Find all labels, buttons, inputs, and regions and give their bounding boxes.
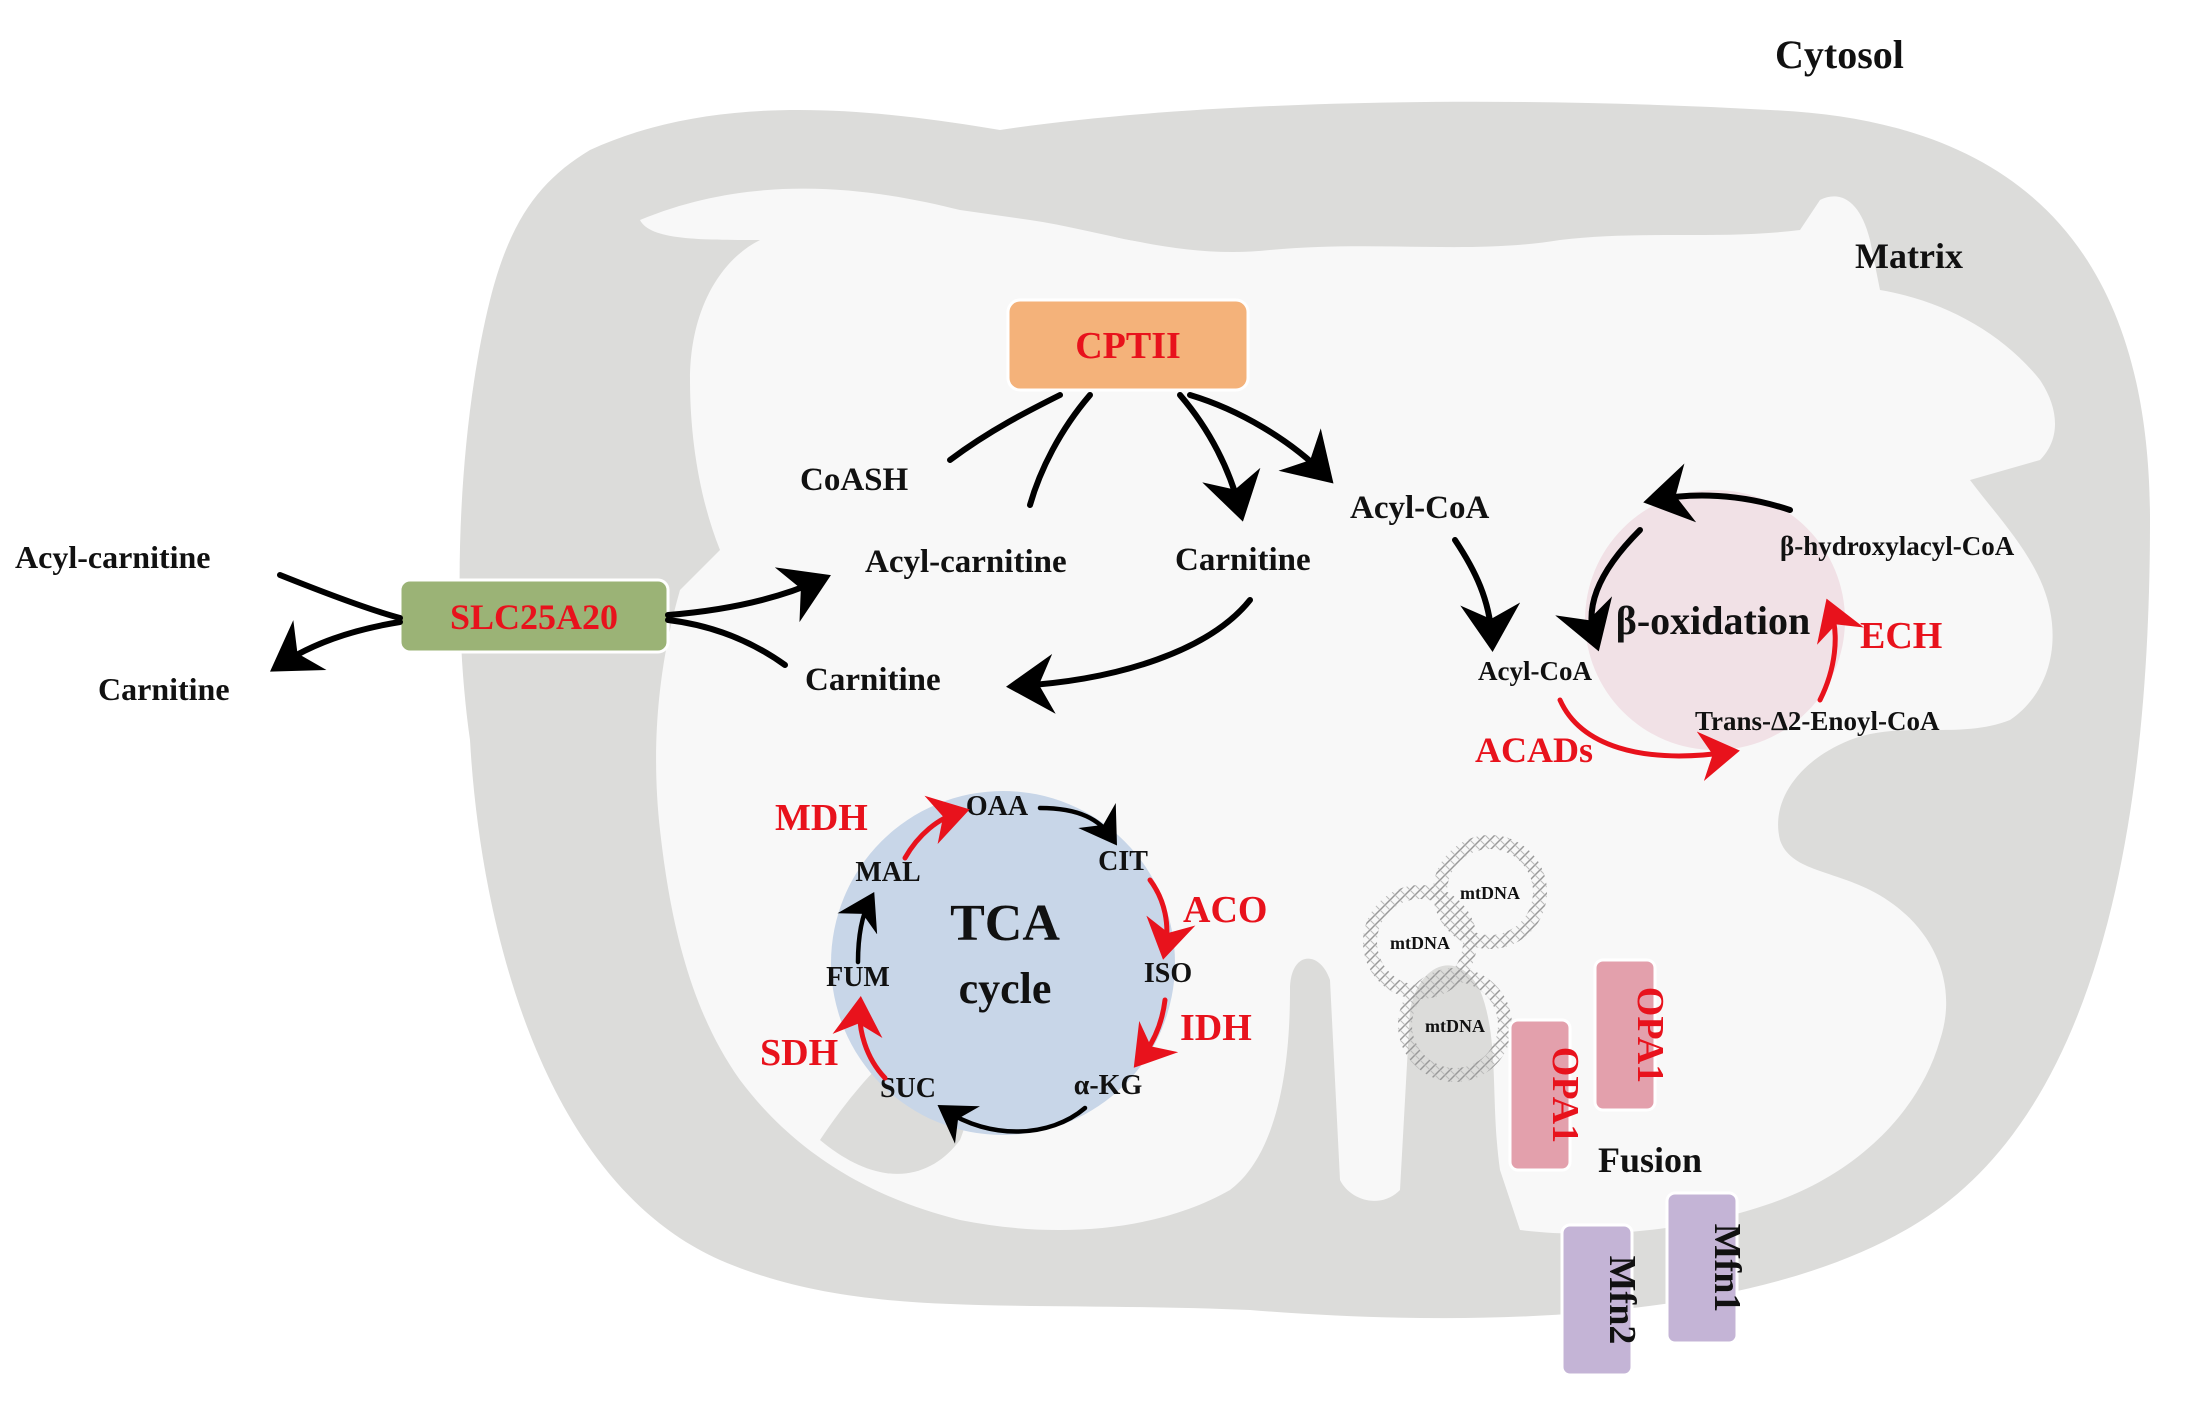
matrix-label: Matrix [1855,236,1963,276]
inner-carnitine-right: Carnitine [1175,542,1311,578]
beta-arrow-acads [1557,697,1740,782]
outer-carnitine: Carnitine [98,671,230,707]
enzyme-acads: ACADs [1475,730,1593,770]
beta-arrow-left [1555,527,1643,652]
enzyme-idh: IDH [1180,1007,1252,1049]
tca-cit: CIT [1098,846,1148,877]
arc-carnitine-back [1006,597,1253,714]
tca-circle [831,791,1175,1135]
inner-acyl-carnitine: Acyl-carnitine [865,544,1067,580]
opa1-label-b: OPA1 [1629,987,1671,1083]
arrow-carn-out [270,619,403,672]
cytosol-label: Cytosol [1775,32,1904,77]
mtdna-ring [1433,835,1547,949]
tca-suc: SUC [880,1073,936,1104]
opa1-box-b [1593,958,1657,1112]
mfn1-label: Mfn1 [1706,1224,1748,1313]
coash-label: CoASH [800,462,909,498]
tca-oaa: OAA [966,791,1029,822]
arrow-acylcarn-in [277,572,403,621]
slc25a20-label: SLC25A20 [450,597,618,637]
cptii-label: CPTII [1075,325,1181,367]
arc-coash [947,392,1063,463]
crista-top [1040,205,1180,243]
mtdna-label: mtDNA [1390,933,1450,953]
arc-acylcarn [1027,392,1093,508]
tca-title-2: cycle [959,964,1052,1013]
enzyme-aco: ACO [1183,889,1267,931]
opa1-box-a [1508,1018,1572,1172]
mtdna-label: mtDNA [1425,1016,1485,1036]
arc-to-carnitine [1177,392,1261,522]
mtdna-group: mtDNA mtDNA mtDNA [1363,835,1547,1082]
opa1-label-a: OPA1 [1544,1047,1586,1143]
mfn1-box [1665,1191,1739,1345]
enzyme-sdh: SDH [760,1032,838,1074]
mtdna-label: mtDNA [1460,883,1520,903]
tca-arrow-iso-akg [1133,997,1179,1068]
beta-oxidation-title: β-oxidation [1616,598,1810,643]
tca-title-1: TCA [950,895,1060,952]
mfn2-label: Mfn2 [1601,1256,1643,1345]
arrow-carn-from-matrix [665,617,788,668]
tca-arrow-fum-mal [837,892,878,965]
enzyme-mdh: MDH [775,797,868,839]
arrow-acylcarn-matrix [665,567,831,623]
tca-arrow-cit-iso [1146,877,1196,960]
arc-to-acylcoa [1187,392,1334,484]
beta-enoyl: Trans-Δ2-Enoyl-CoA [1695,706,1940,736]
tca-akg: α-KG [1074,1070,1143,1101]
beta-arrow-ech [1816,598,1864,703]
cptii-box [1006,298,1250,392]
beta-acyl-coa: Acyl-CoA [1478,656,1592,686]
enzyme-ech: ECH [1860,615,1942,657]
inner-carnitine-lower: Carnitine [805,662,941,698]
tca-arrow-suc-fum [832,996,888,1081]
mfn2-box [1560,1223,1634,1377]
outer-acyl-carnitine: Acyl-carnitine [15,539,211,575]
tca-fum: FUM [826,962,890,993]
mtdna-ring [1398,968,1512,1082]
arc-acylcoa-down [1452,537,1521,652]
tca-arrow-akg-suc [937,1105,1088,1144]
tca-iso: ISO [1144,958,1192,989]
tca-arrow-oaa-cit [1037,803,1117,846]
acyl-coa-top: Acyl-CoA [1350,490,1489,526]
beta-oxidation-circle [1585,490,1845,750]
beta-arrow-top [1643,463,1793,523]
beta-hydroxyacyl: β-hydroxylacyl-CoA [1780,531,2015,561]
fusion-label: Fusion [1598,1140,1702,1180]
tca-mal: MAL [855,857,920,888]
tca-arrow-mal-oaa [902,795,970,861]
